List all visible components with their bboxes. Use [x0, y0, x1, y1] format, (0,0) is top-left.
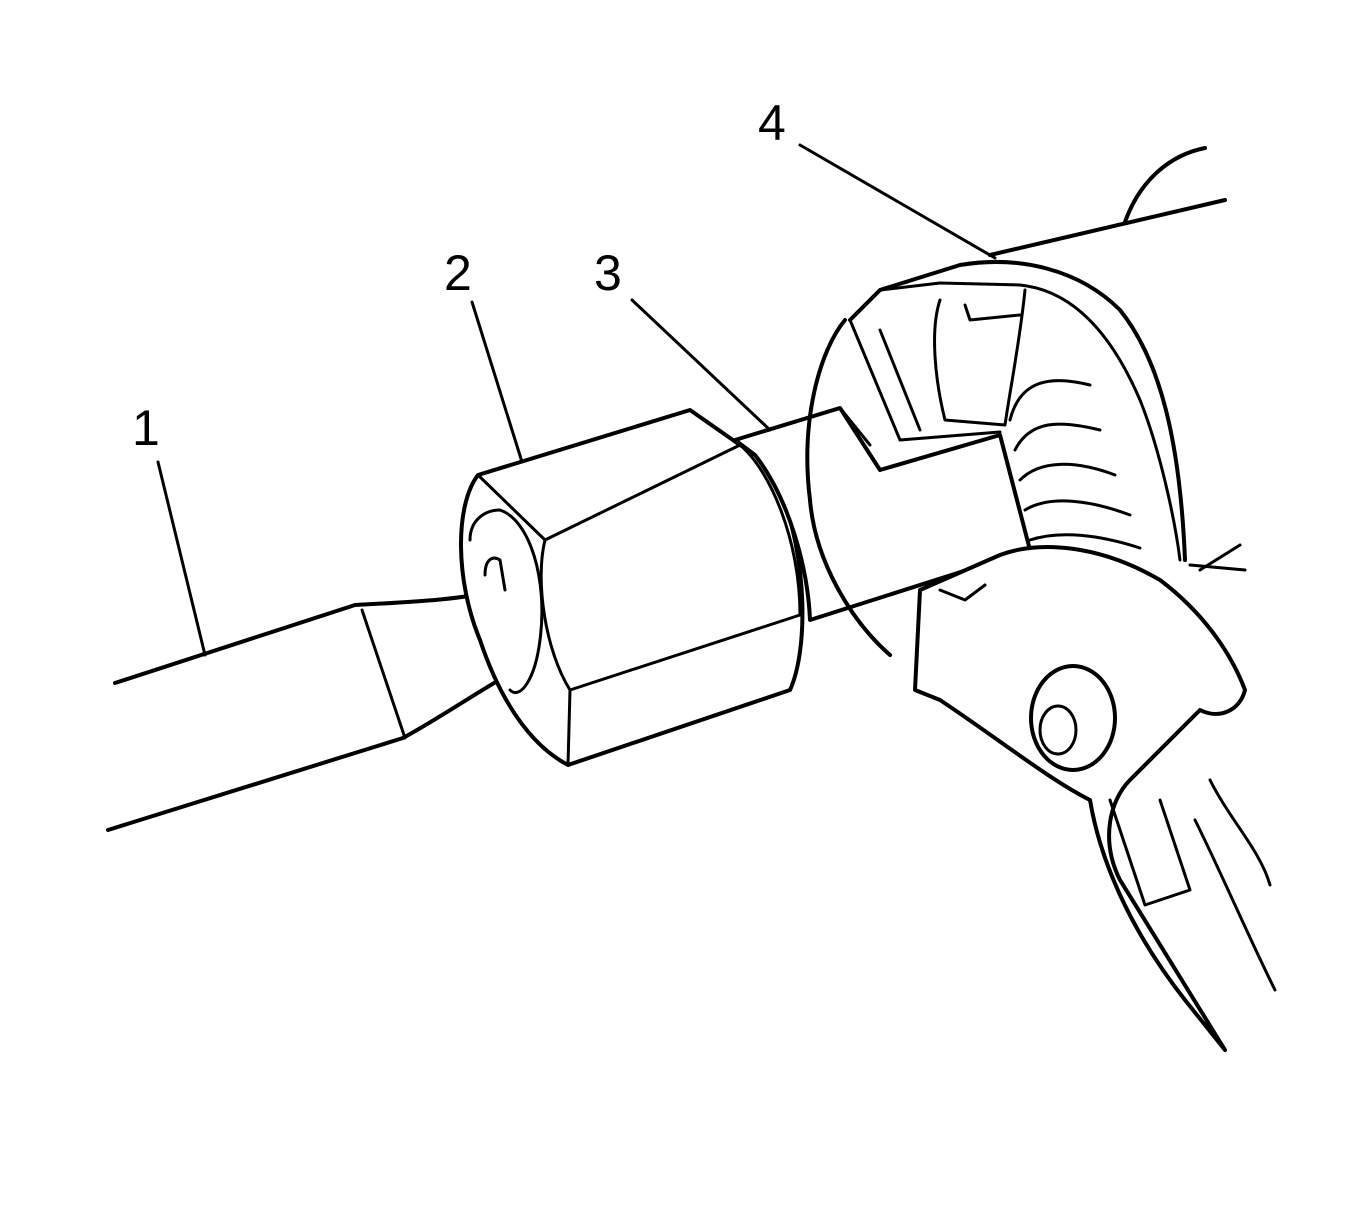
wrench — [805, 146, 1277, 1052]
callout-label-1: 1 — [132, 400, 160, 456]
tube — [106, 588, 522, 832]
leader-line-2 — [470, 300, 524, 464]
callout-label-3: 3 — [594, 245, 622, 301]
flare-nut — [459, 408, 805, 767]
leader-line-4 — [798, 143, 997, 260]
leader-line-3 — [630, 298, 772, 432]
leader-line-1 — [156, 460, 207, 657]
callout-label-2: 2 — [444, 245, 472, 301]
callout-label-4: 4 — [758, 95, 786, 151]
